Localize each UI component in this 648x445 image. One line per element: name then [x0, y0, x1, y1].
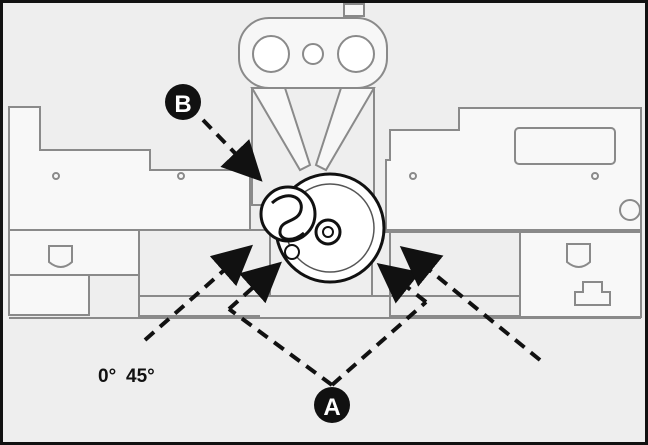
left-support-arm	[250, 87, 312, 172]
left-inner-arrow	[227, 261, 282, 311]
callout-b-label: B	[174, 91, 191, 118]
right-knob	[619, 199, 641, 221]
right-hole-2	[591, 172, 599, 180]
center-top-socket	[302, 43, 324, 65]
right-top-hole	[337, 35, 375, 73]
right-slot	[514, 127, 616, 165]
right-table	[385, 107, 642, 318]
right-support-arm	[314, 87, 376, 172]
left-base	[8, 274, 90, 316]
blade-assembly	[259, 172, 386, 284]
left-hole-2	[177, 172, 185, 180]
right-handle-slot	[566, 243, 591, 268]
left-rail	[138, 230, 260, 317]
callout-a-label: A	[323, 394, 340, 421]
right-latch	[574, 281, 611, 306]
left-lower-panel	[8, 229, 140, 276]
forty-five-degree-label: 45°	[126, 366, 155, 387]
callout-b-marker	[165, 84, 201, 120]
callout-a-right-guide	[330, 300, 428, 387]
right-rail	[389, 232, 520, 317]
arbor-nut	[314, 218, 342, 246]
left-handle-slot	[48, 245, 73, 268]
top-knob	[343, 3, 365, 17]
small-bolt	[284, 244, 300, 260]
callout-b: B	[165, 84, 201, 120]
zero-degree-label: 0°	[98, 366, 116, 387]
callout-a: A	[314, 387, 350, 423]
top-mechanism	[238, 3, 388, 206]
left-top-hole	[252, 35, 290, 73]
left-hole-1	[52, 172, 60, 180]
callout-b-arrow	[201, 118, 263, 182]
right-hole-1	[409, 172, 417, 180]
zero-degree-arrow	[143, 244, 253, 342]
forty-five-degree-arrow	[399, 245, 542, 362]
adjustment-knob-grip	[270, 194, 305, 241]
callout-a-left-guide	[227, 307, 334, 387]
arbor-center	[322, 226, 334, 238]
angle-labels: 0° 45°	[98, 366, 155, 387]
dashed-guides	[143, 118, 542, 387]
callout-a-marker	[314, 387, 350, 423]
